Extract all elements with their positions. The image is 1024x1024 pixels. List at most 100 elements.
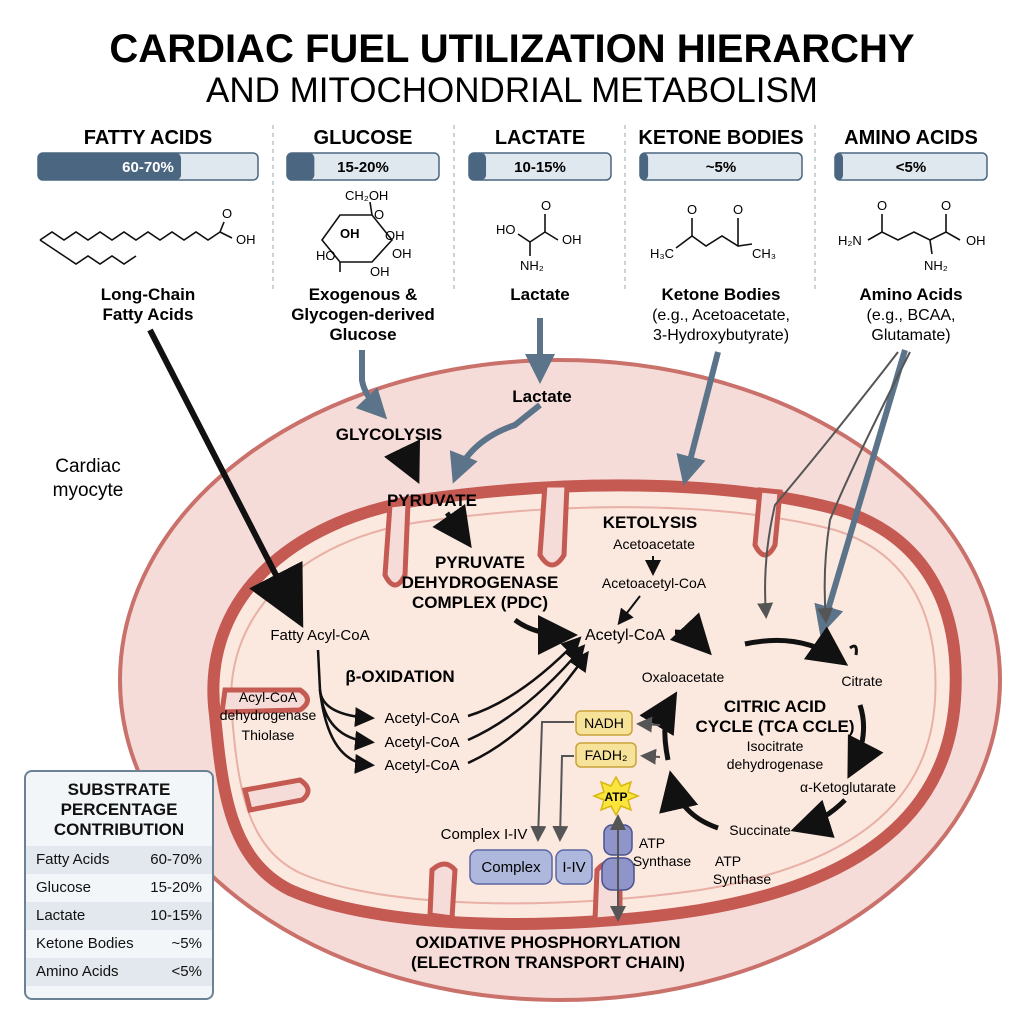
acetyl-coa-main: Acetyl-CoA: [585, 627, 665, 644]
legend-row-value: 15-20%: [150, 879, 202, 896]
oxphos-label-1: OXIDATIVE PHOSPHORYLATION: [415, 933, 680, 952]
tca-inner-1: Isocitrate: [747, 738, 804, 754]
glucose-ho: HO: [316, 248, 336, 263]
substrate-name: GLUCOSE: [314, 127, 413, 149]
acetyl-coa-output-1: Acetyl-CoA: [384, 710, 459, 727]
substrate-fatty-acids-header: FATTY ACIDS 60-70%: [37, 127, 259, 181]
substrate-name: AMINO ACIDS: [844, 127, 978, 149]
nadh-to-complex-arrow: [530, 721, 574, 842]
tca-inner-2: dehydrogenase: [727, 756, 824, 772]
legend-row: Fatty Acids 60-70%: [26, 846, 212, 874]
caption-amino-1: Amino Acids: [859, 285, 962, 304]
fatty-acid-structure: [39, 221, 233, 265]
atp-synthase-label-2a: ATP: [715, 853, 741, 869]
caption-glucose-1: Exogenous &: [309, 285, 418, 304]
fa-oh-label: OH: [236, 232, 256, 247]
glucose-o: O: [374, 207, 384, 222]
glucose-oh3: OH: [392, 246, 412, 261]
glycolysis-label: GLYCOLYSIS: [336, 425, 442, 444]
acetyl-coa-merge-arrows: [467, 636, 589, 765]
amino-h2n: H₂N: [838, 233, 862, 248]
caption-glucose-3: Glucose: [329, 325, 396, 344]
tca-title-1: CITRIC ACID: [724, 697, 826, 716]
cell-label-1: Cardiac: [55, 456, 120, 477]
percent-bar-fill: [287, 153, 315, 180]
diagram-subtitle: AND MITOCHONDRIAL METABOLISM: [206, 71, 818, 110]
caption-ketone-1: Ketone Bodies: [661, 285, 780, 304]
complex-label: Complex I-IV: [441, 826, 528, 843]
percent-label: 10-15%: [514, 159, 566, 176]
atp-synthase-label-1a: ATP: [639, 835, 665, 851]
acetylcoa-to-tca-arrow: [669, 612, 712, 656]
substrate-amino-header: AMINO ACIDS <5%: [834, 127, 988, 181]
tca-to-nadh-arrow: [636, 716, 661, 733]
percent-bar-fill: [38, 153, 181, 180]
tca-alpha-kg: α-Ketoglutarate: [800, 779, 896, 795]
amino-o2: O: [941, 198, 951, 213]
fadh2-label: FADH₂: [585, 747, 628, 763]
tca-citrate: Citrate: [841, 673, 882, 689]
legend-row: Glucose 15-20%: [26, 874, 212, 902]
substrate-glucose-header: GLUCOSE 15-20%: [286, 127, 440, 181]
amino-o1: O: [877, 198, 887, 213]
glucose-ch2oh: CH₂OH: [345, 188, 388, 203]
fadh2-to-complex-arrow: [552, 755, 574, 842]
caption-amino-3: Glutamate): [871, 327, 950, 344]
caption-lactate: Lactate: [510, 285, 570, 304]
glycolysis-to-pyruvate-arrow: [383, 439, 421, 485]
nadh-box: [575, 710, 633, 736]
acetyl-coa-output-2: Acetyl-CoA: [384, 734, 459, 751]
legend-row-value: ~5%: [171, 935, 202, 952]
acetyl-coa-output-3: Acetyl-CoA: [384, 757, 459, 774]
percent-label: 60-70%: [122, 159, 174, 176]
cell-label-2: myocyte: [53, 480, 124, 501]
caption-ketone-2: (e.g., Acetoacetate,: [652, 307, 790, 324]
pdc-label-3: COMPLEX (PDC): [412, 593, 548, 612]
substrate-lactate-header: LACTATE 10-15%: [468, 127, 612, 181]
legend-title-line-1: SUBSTRATE: [67, 780, 171, 799]
lactate-to-pyruvate-arrow: [449, 402, 542, 484]
ketolysis-title: KETOLYSIS: [603, 513, 697, 532]
fatty-acid-entry-arrow: [147, 328, 304, 629]
caption-amino-2: (e.g., BCAA,: [867, 307, 956, 324]
tca-succinate: Succinate: [729, 822, 791, 838]
pyruvate-label: PYRUVATE: [387, 491, 477, 510]
tca-oxaloacetate: Oxaloacetate: [642, 669, 725, 685]
oxphos-label-2: (ELECTRON TRANSPORT CHAIN): [411, 953, 685, 972]
ketone-h3c: H₃C: [650, 246, 674, 261]
ketone-entry-arrow: [676, 351, 721, 486]
legend-row-name: Glucose: [36, 879, 92, 896]
amino-structure: [867, 214, 961, 255]
diagram-title: CARDIAC FUEL UTILIZATION HIERARCHY: [109, 27, 914, 71]
ketone-o1: O: [687, 202, 697, 217]
beta-oxidation-arrows: [316, 649, 375, 774]
legend-row-name: Amino Acids: [36, 963, 119, 980]
lactate-entry-label: Lactate: [512, 387, 572, 406]
amino-entry-arrow-3: [817, 351, 911, 624]
lactate-nh2: NH₂: [520, 258, 544, 273]
enzyme-label-1: Acyl-CoA: [239, 689, 298, 705]
caption-glucose-2: Glycogen-derived: [291, 305, 435, 324]
glucose-oh2: OH: [385, 228, 405, 243]
lactate-ho: HO: [496, 222, 516, 237]
percent-label: <5%: [896, 159, 926, 176]
substrate-percentage-legend: SUBSTRATE PERCENTAGE CONTRIBUTION Fatty …: [24, 770, 214, 1000]
lactate-o: O: [541, 198, 551, 213]
legend-row-value: 60-70%: [150, 851, 202, 868]
substrate-name: FATTY ACIDS: [84, 127, 213, 149]
glucose-entry-arrow: [355, 350, 388, 420]
legend-row-name: Fatty Acids: [36, 851, 110, 868]
tca-to-fadh2-arrow: [640, 748, 661, 765]
legend-title-line-3: CONTRIBUTION: [53, 820, 185, 839]
legend-title: SUBSTRATE PERCENTAGE CONTRIBUTION: [26, 772, 212, 846]
legend-row-name: Ketone Bodies: [36, 935, 134, 952]
glucose-structure: [320, 201, 394, 272]
beta-oxidation-label: β-OXIDATION: [345, 667, 454, 686]
caption-fatty-acids-2: Fatty Acids: [102, 305, 193, 324]
complex-box-label-2: I-IV: [562, 859, 585, 876]
pdc-label-2: DEHYDROGENASE: [402, 573, 559, 592]
ketolysis-to-acetylcoa-arrow: [617, 595, 641, 626]
percent-bar-fill: [835, 153, 843, 180]
tca-title-2: CYCLE (TCA CCLE): [696, 717, 855, 736]
